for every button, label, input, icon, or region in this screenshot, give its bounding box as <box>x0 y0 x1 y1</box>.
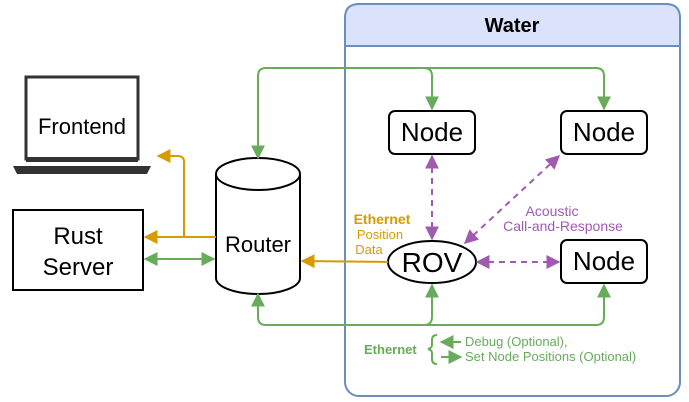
rov-ellipse: ROV <box>387 240 477 284</box>
position-data-label-line3: Data <box>355 242 383 257</box>
water-title: Water <box>485 15 540 37</box>
position-data-flow <box>143 149 389 269</box>
top-branch-to-node-left <box>423 67 439 111</box>
node-top-right-label: Node <box>573 117 635 147</box>
acoustic-label: Acoustic Call-and-Response <box>503 203 623 234</box>
router-to-nodes-top-link <box>251 67 611 160</box>
node-top-right: Node <box>560 110 648 155</box>
rust-server-label-line2: Server <box>43 254 114 281</box>
position-data-label-line2: Position <box>357 227 403 242</box>
router-label: Router <box>225 232 291 257</box>
legend-debug-label: Debug (Optional), <box>465 334 568 349</box>
acoustic-links <box>425 154 561 269</box>
rov-to-router-arrow <box>300 254 389 269</box>
router-cylinder: Router <box>215 157 301 295</box>
node-bottom-right: Node <box>560 239 648 284</box>
position-data-label: Ethernet Position Data <box>354 211 411 257</box>
rust-server-label-line1: Rust <box>53 223 103 250</box>
legend-ethernet-label: Ethernet <box>364 342 417 357</box>
frontend-laptop-icon: Frontend <box>13 75 151 174</box>
rov-label: ROV <box>402 247 463 278</box>
router-to-nodes-bottom-link <box>251 283 611 326</box>
ethernet-legend: Ethernet Debug (Optional), Set Node Posi… <box>364 334 636 365</box>
router-to-frontend-arrow <box>156 149 185 237</box>
legend-set-node-label: Set Node Positions (Optional) <box>465 349 636 364</box>
rust-server-box: Rust Server <box>12 209 144 291</box>
node-bottom-right-label: Node <box>573 246 635 276</box>
legend-brace <box>427 334 438 365</box>
ethernet-connections <box>143 67 611 326</box>
acoustic-label-line2: Call-and-Response <box>503 218 623 234</box>
acoustic-label-line1: Acoustic <box>526 203 579 219</box>
bottom-branch-to-rov <box>423 283 439 326</box>
node-top-left-label: Node <box>401 117 463 147</box>
node-top-left: Node <box>388 110 476 155</box>
position-data-label-line1: Ethernet <box>354 211 411 227</box>
frontend-label: Frontend <box>38 114 126 139</box>
